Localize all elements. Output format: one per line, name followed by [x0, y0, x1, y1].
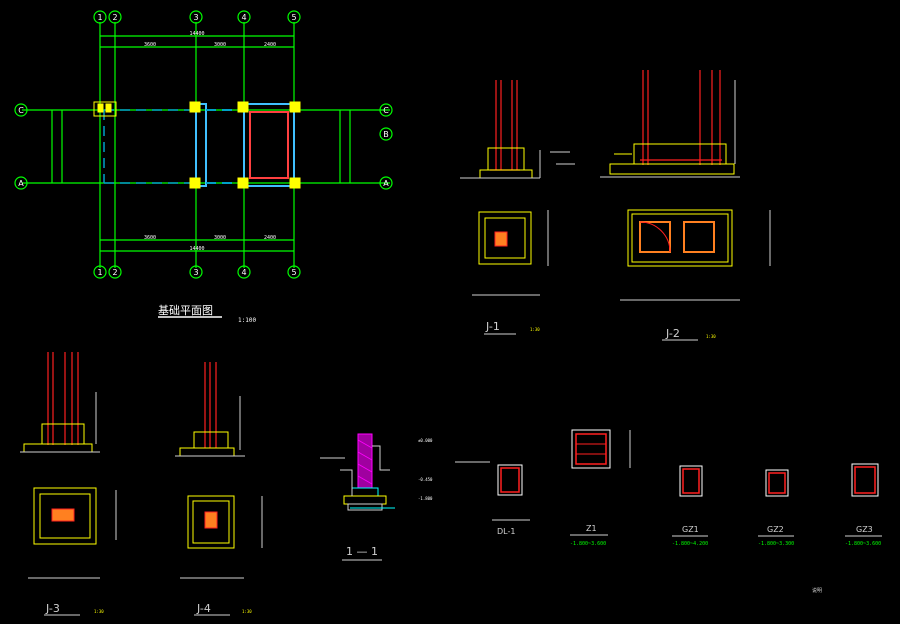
axis-left-a: A	[18, 179, 24, 188]
section-dl1: DL-1	[455, 461, 530, 536]
j4-scale: 1:30	[242, 609, 252, 614]
note-label: 说明	[812, 587, 822, 594]
dim-bottom-2: 3000	[214, 235, 226, 241]
j3-scale: 1:30	[94, 609, 104, 614]
axis-right-a: A	[383, 179, 389, 188]
j2-scale: 1:30	[706, 334, 716, 339]
foundation-plan: 1 2 3 4 5 1 2 3 4 5 C A C B A 3600 3000 …	[14, 10, 393, 324]
axis-top-4: 4	[241, 13, 246, 22]
dim-total-bottom: 14400	[189, 246, 204, 252]
plan-columns	[93, 101, 301, 189]
axis-bottom-3: 3	[193, 268, 198, 277]
dim-top-1: 3600	[144, 42, 156, 48]
elev-mid: -0.450	[418, 477, 433, 482]
dim-top-2: 3000	[214, 42, 226, 48]
j3-label: J-3	[45, 602, 60, 615]
detail-j2: J-2 1:30	[600, 70, 771, 341]
axis-top-3: 3	[193, 13, 198, 22]
plan-title: 基础平面图	[158, 304, 213, 317]
axis-bottom-2: 2	[112, 268, 117, 277]
plan-axis-bubbles	[14, 10, 393, 279]
section-z1: Z1 -1.800~3.600	[570, 429, 631, 547]
section-gz3: GZ3 -1.800~3.600	[845, 463, 882, 547]
dim-bottom-1: 3600	[144, 235, 156, 241]
gz2-label: GZ2	[767, 525, 784, 534]
j4-label: J-4	[196, 602, 211, 615]
z1-range: -1.800~3.600	[570, 541, 606, 547]
section-1-1-label: 1 — 1	[346, 545, 378, 558]
axis-right-c: C	[383, 106, 389, 115]
dim-total-top: 14400	[189, 31, 204, 37]
detail-j3: J-3 1:30	[20, 352, 117, 616]
detail-j4: J-4 1:30	[175, 362, 263, 616]
plan-beams	[103, 109, 190, 184]
axis-right-b: B	[383, 130, 389, 139]
plan-grid-horizontal	[22, 35, 390, 252]
section-gz1: GZ1 -1.800~4.200	[672, 465, 708, 547]
axis-top-1: 1	[97, 13, 102, 22]
axis-bottom-5: 5	[291, 268, 296, 277]
elev-low: -1.800	[418, 496, 433, 501]
dim-bottom-3: 2400	[264, 235, 276, 241]
axis-top-5: 5	[291, 13, 296, 22]
gz3-range: -1.800~3.600	[845, 541, 881, 547]
detail-j1: J-1 1:30	[460, 80, 575, 335]
j1-scale: 1:30	[530, 327, 540, 332]
axis-bottom-4: 4	[241, 268, 246, 277]
gz1-label: GZ1	[682, 525, 699, 534]
gz3-label: GZ3	[856, 525, 873, 534]
elev-zero: ±0.000	[418, 438, 433, 443]
z1-label: Z1	[586, 524, 597, 533]
section-gz2: GZ2 -1.800~3.300	[758, 469, 794, 547]
axis-left-c: C	[18, 106, 24, 115]
axis-bottom-1: 1	[97, 268, 102, 277]
gz1-range: -1.800~4.200	[672, 541, 708, 547]
axis-top-2: 2	[112, 13, 117, 22]
plan-scale: 1:100	[238, 317, 256, 324]
section-1-1: 1 — 1	[320, 433, 395, 561]
dl1-label: DL-1	[497, 527, 515, 536]
dim-top-3: 2400	[264, 42, 276, 48]
j2-label: J-2	[665, 327, 680, 340]
j1-label: J-1	[485, 320, 500, 333]
elevation-markers: ±0.000 -0.450 -1.800	[418, 438, 433, 501]
gz2-range: -1.800~3.300	[758, 541, 794, 547]
plan-beam-frame	[195, 103, 295, 187]
